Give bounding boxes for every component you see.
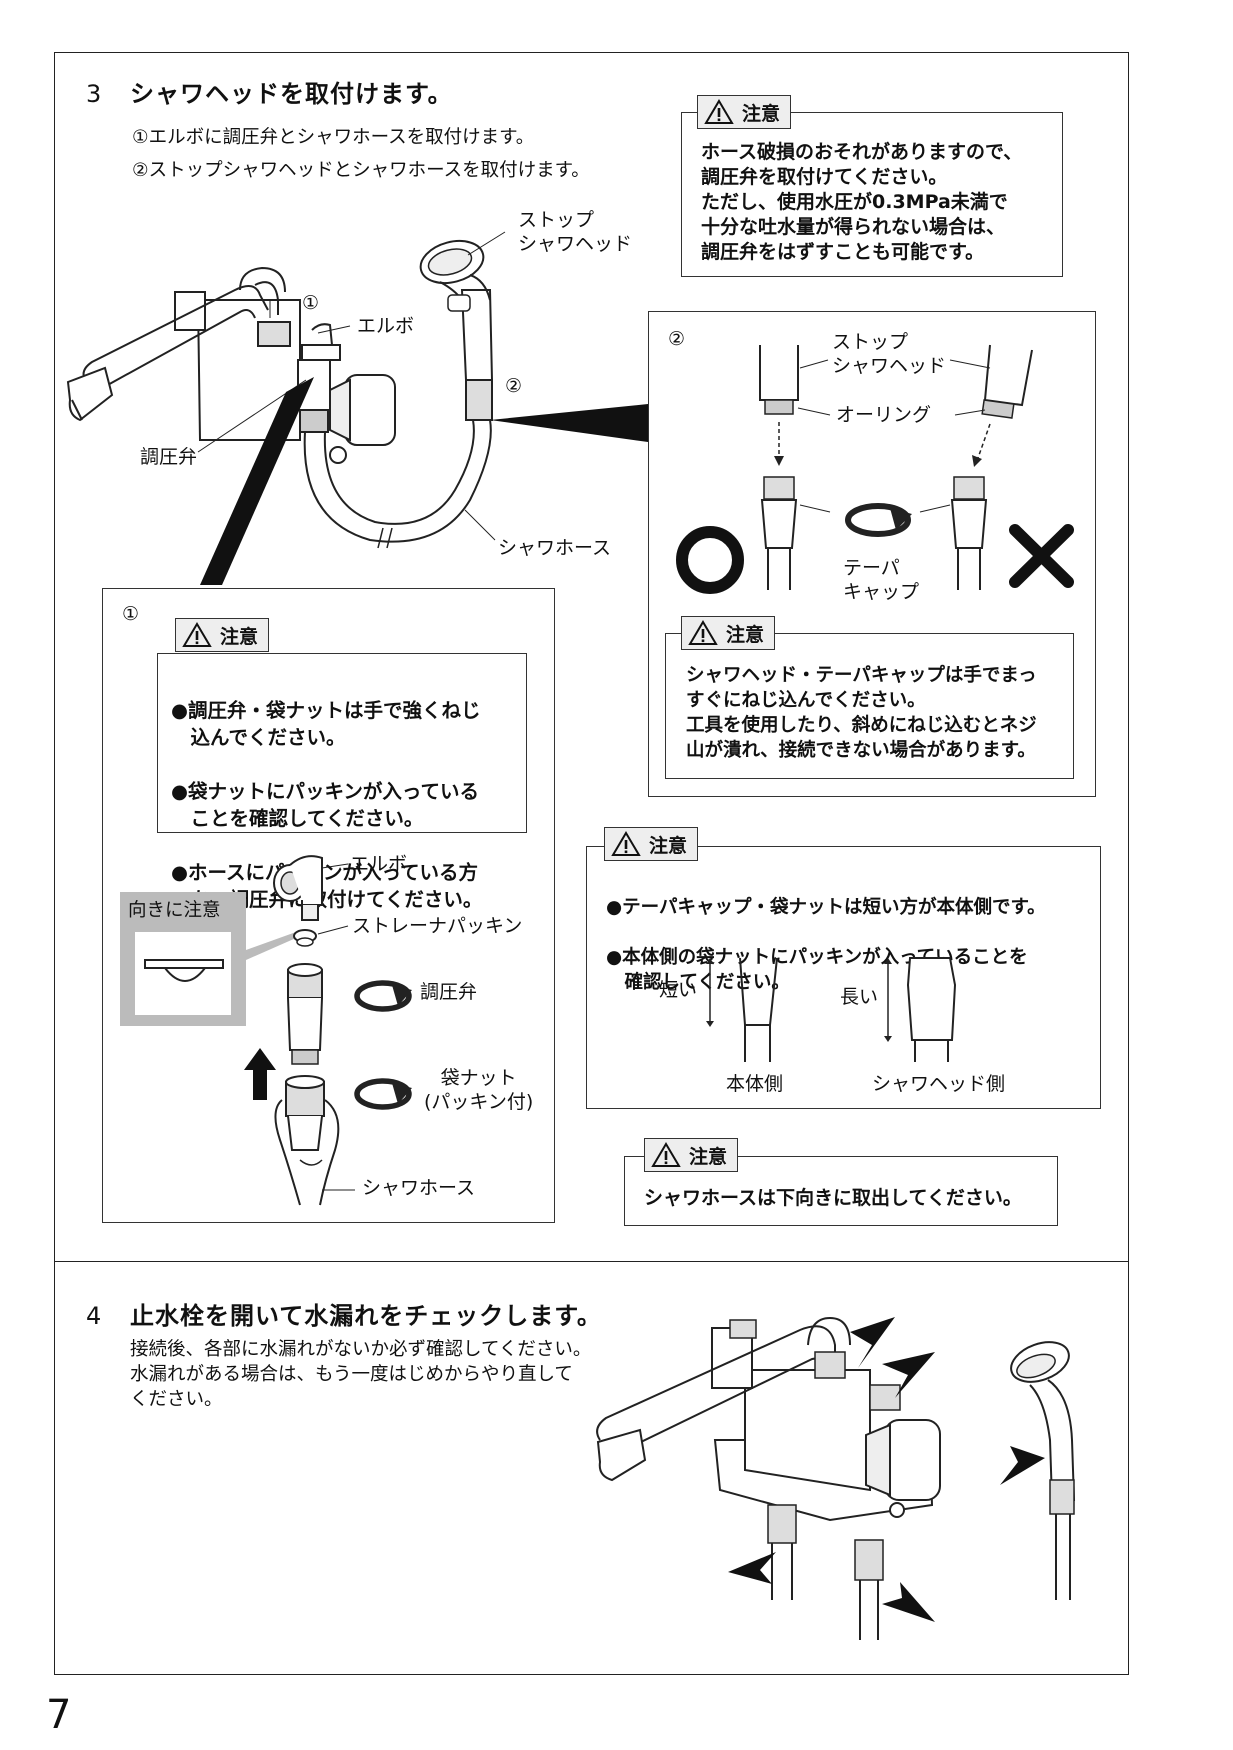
label-short: 短い: [659, 979, 698, 1001]
step4-heading: 4 止水栓を開いて水漏れをチェックします。: [86, 1296, 602, 1331]
orientation-diagram: [135, 932, 231, 1015]
caution-label: 注意: [220, 625, 259, 648]
caution-label: 注意: [726, 623, 765, 646]
orientation-note-box: 向きに注意: [120, 892, 246, 1026]
panel2-label-oring: オーリング: [836, 404, 932, 426]
caution-tab-hose-direction: 注意: [644, 1138, 739, 1172]
caution-tab-pressure: 注意: [697, 95, 792, 129]
caution-tab-head-screw: 注意: [681, 616, 776, 650]
caution-label: 注意: [689, 1145, 728, 1168]
panel1-label-strainer: ストレーナパッキン: [352, 915, 523, 937]
caution-tab-regulator: 注意: [175, 618, 270, 652]
step3-number: 3: [86, 80, 103, 108]
caution-text-hose-direction: シャワホースは下向きに取出してください。: [644, 1187, 1022, 1209]
caution-box-pressure: [681, 112, 1063, 277]
panel2-index: ②: [668, 328, 686, 350]
page-frame: [54, 52, 1129, 1675]
caution-box-regulator: [157, 653, 527, 833]
step3-heading: 3 シャワヘッドを取付けます。: [86, 74, 453, 109]
step3-line2: ②ストップシャワヘッドとシャワホースを取付けます。: [132, 160, 590, 181]
panel1-label-hose: シャワホース: [362, 1177, 476, 1199]
panel1-label-nut: 袋ナット (パッキン付): [424, 1067, 534, 1113]
panel1-index: ①: [122, 603, 140, 625]
caution-text-pressure: ホース破損のおそれがありますので、 調圧弁を取付けてください。 ただし、使用水圧…: [701, 141, 1023, 263]
step4-body: 接続後、各部に水漏れがないか必ず確認してください。 水漏れがある場合は、もう一度…: [130, 1339, 592, 1410]
caution-box-short-long: [586, 846, 1101, 1109]
caution-list-regulator: ●調圧弁・袋ナットは手で強くねじ 込んでください。 ●袋ナットにパッキンが入って…: [171, 670, 482, 940]
caution-box-head-screw: [665, 633, 1074, 779]
panel2-label-stop-head: ストップ シャワヘッド: [832, 331, 947, 377]
warning-triangle-icon: [704, 99, 734, 124]
warning-triangle-icon: [611, 831, 641, 856]
step3-title: シャワヘッドを取付けます。: [130, 80, 453, 108]
panel1-label-elbow: エルボ: [350, 853, 408, 875]
label-elbow: エルボ: [357, 315, 415, 337]
label-shower-hose: シャワホース: [498, 537, 612, 559]
caution-label: 注意: [649, 834, 688, 857]
label-stop-shower-head: ストップ シャワヘッド: [518, 209, 633, 255]
orientation-label: 向きに注意: [128, 900, 221, 921]
gasket-orientation-icon: [144, 959, 224, 982]
page-number: 7: [46, 1692, 72, 1738]
label-body-side: 本体側: [726, 1073, 784, 1095]
panel2-label-taper-cap: テーパ キャップ: [843, 557, 920, 603]
caution-bullet: ●ホースにパッキンが入っている方 を、調圧弁に取付けてください。: [171, 861, 483, 911]
step3-line1: ①エルボに調圧弁とシャワホースを取付けます。: [132, 127, 535, 148]
step4-title: 止水栓を開いて水漏れをチェックします。: [130, 1302, 602, 1330]
step4-number: 4: [86, 1302, 103, 1330]
label-circle-1: ①: [302, 292, 320, 314]
caution-label: 注意: [742, 102, 781, 125]
caution-bullet: ●袋ナットにパッキンが入っている ことを確認してください。: [171, 780, 479, 830]
label-circle-2: ②: [505, 375, 523, 397]
section-divider: [54, 1261, 1129, 1262]
caution-bullet: ●テーパキャップ・袋ナットは短い方が本体側です。: [606, 897, 1046, 918]
label-regulator: 調圧弁: [140, 446, 198, 468]
label-long: 長い: [840, 986, 879, 1008]
panel1-label-regulator: 調圧弁: [420, 981, 478, 1003]
warning-triangle-icon: [182, 622, 212, 647]
warning-triangle-icon: [651, 1142, 681, 1167]
caution-tab-short-long: 注意: [604, 827, 699, 861]
panel-2-shower-head: [648, 311, 1096, 797]
caution-bullet: ●調圧弁・袋ナットは手で強くねじ 込んでください。: [171, 699, 481, 749]
label-head-side: シャワヘッド側: [872, 1073, 1006, 1095]
warning-triangle-icon: [688, 620, 718, 645]
panel-1-regulator: [102, 588, 555, 1223]
caution-text-head-screw: シャワヘッド・テーパキャップは手でまっ すぐにねじ込んでください。 工具を使用し…: [686, 665, 1037, 761]
